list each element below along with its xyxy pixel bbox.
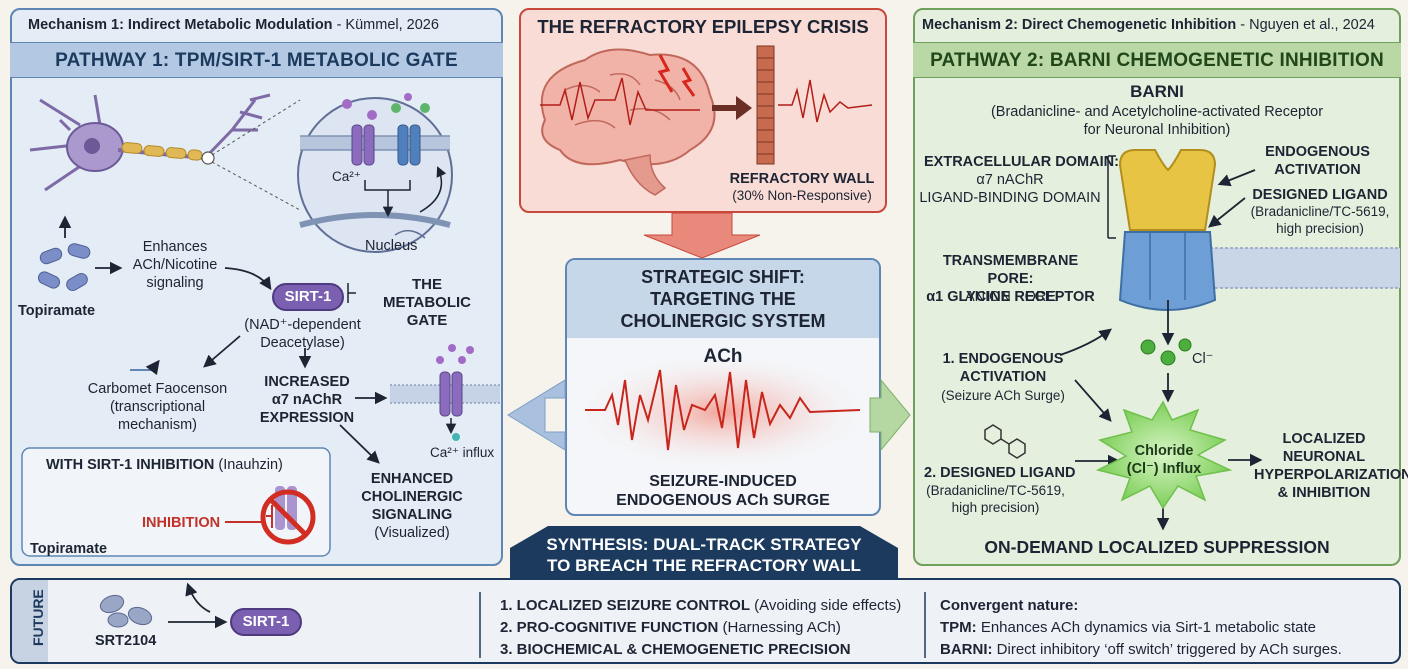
ca-influx-label: Ca²⁺ influx	[430, 445, 495, 460]
ligand-molecule-icon	[984, 424, 1026, 459]
inhibition-box-title: WITH SIRT-1 INHIBITION (Inauhzin)	[46, 457, 283, 473]
refractory-wall-icon	[756, 45, 775, 165]
enhances-text: Enhances ACh/Nicotine signaling	[132, 239, 218, 291]
designed-ligand-sub: (Bradanicline/TC-5619, high precision)	[1250, 204, 1390, 236]
benefit-item: 2. PRO-COGNITIVE FUNCTION (Harnessing AC…	[500, 619, 841, 636]
future-side-tab	[12, 580, 48, 662]
srt2104-label: SRT2104	[95, 633, 157, 649]
neuron-illustration	[29, 93, 301, 211]
barni-membrane	[1200, 247, 1400, 289]
synapse-zoom-circle	[297, 93, 453, 253]
metabolic-gate-title: THE METABOLIC GATE	[382, 276, 472, 329]
benefit-item: 3. BIOCHEMICAL & CHEMOGENETIC PRECISION	[500, 641, 851, 658]
topiramate-label: Topiramate	[18, 303, 96, 319]
brain-illustration	[540, 48, 716, 196]
refractory-wall-label: REFRACTORY WALL	[729, 171, 875, 187]
synthesis-banner	[510, 526, 898, 578]
sirt1-pill-future: SIRT-1	[230, 608, 302, 636]
inhibition-box	[21, 447, 331, 557]
benefit-item: 1. LOCALIZED SEIZURE CONTROL (Avoiding s…	[500, 597, 902, 614]
step2-sub: (Bradanicline/TC-5619, high precision)	[926, 483, 1065, 515]
pathway1-title: PATHWAY 1: TPM/SIRT-1 METABOLIC GATE	[55, 50, 458, 71]
barni-full-name: (Bradanicline- and Acetylcholine-activat…	[990, 104, 1324, 138]
surge-label: SEIZURE-INDUCED ENDOGENOUS ACh SURGE	[616, 473, 830, 509]
pathway2-title: PATHWAY 2: BARNI CHEMOGENETIC INHIBITION	[930, 50, 1384, 71]
crisis-title: THE REFRACTORY EPILEPSY CRISIS	[537, 16, 869, 37]
designed-ligand-label: DESIGNED LIGAND	[1252, 187, 1388, 203]
increased-expression: INCREASED α7 nAChR EXPRESSION	[259, 374, 355, 426]
barni-line: BARNI: Direct inhibitory ‘off switch’ tr…	[940, 641, 1342, 658]
synthesis-title: SYNTHESIS: DUAL-TRACK STRATEGY TO BREACH…	[546, 535, 862, 575]
step1-sub: (Seizure ACh Surge)	[941, 388, 1065, 403]
chloride-influx-label: Chloride (Cl⁻) Influx	[1126, 443, 1202, 477]
barni-title: BARNI	[1130, 82, 1184, 101]
localized-hyperpolarization: LOCALIZED NEURONAL HYPERPOLARIZATION & I…	[1254, 431, 1408, 501]
ach-label: ACh	[703, 346, 743, 367]
future-benefits-list: 1. LOCALIZED SEIZURE CONTROL (Avoiding s…	[500, 595, 901, 661]
ca-label: Ca²⁺	[332, 169, 361, 184]
a7-nachr-channel	[390, 344, 500, 441]
srt2104-pills	[99, 594, 153, 628]
barni-receptor	[1118, 149, 1217, 311]
left-arrow	[507, 379, 566, 451]
topiramate-label-2: Topiramate	[30, 541, 108, 557]
extracellular-body: α7 nAChR LIGAND-BINDING DOMAIN	[919, 172, 1101, 206]
transmembrane-title: TRANSMEMBRANE PORE: α1 GLYCINE RECEPTOR	[926, 253, 1095, 305]
extracellular-title: EXTRACELLULAR DOMAIN:	[924, 154, 1119, 170]
visualized-label: (Visualized)	[374, 525, 450, 541]
pathway1-header-bar	[10, 42, 503, 78]
on-demand-suppression: ON-DEMAND LOCALIZED SUPPRESSION	[984, 537, 1330, 557]
chloride-ions	[1140, 338, 1192, 366]
chloride-ion-label: Cl⁻	[1192, 351, 1214, 367]
blocked-channel-icon	[260, 486, 316, 545]
enhanced-signaling: ENHANCED CHOLINERGIC SIGNALING	[361, 471, 463, 523]
strategic-header	[567, 260, 879, 338]
chloride-influx-burst	[1095, 400, 1233, 510]
inhibition-label: INHIBITION	[142, 515, 221, 531]
right-arrow	[869, 378, 911, 452]
topiramate-pills	[37, 243, 91, 291]
down-arrow	[643, 212, 761, 259]
step1-label: 1. ENDOGENOUS ACTIVATION	[942, 351, 1064, 385]
nucleus-label: Nucleus	[365, 238, 418, 254]
strategic-shift-title: STRATEGIC SHIFT: TARGETING THE CHOLINERG…	[620, 267, 826, 331]
step2-label: 2. DESIGNED LIGAND	[924, 465, 1076, 481]
refractory-wall-sub: (30% Non-Responsive)	[732, 188, 872, 203]
pathway2-header-bar	[913, 42, 1401, 78]
endogenous-activation-label: ENDOGENOUS ACTIVATION	[1265, 144, 1370, 178]
transmembrane-body: ANION PORE	[964, 289, 1057, 305]
ach-surge-waveform	[585, 369, 861, 451]
mechanism1-citation: Mechanism 1: Indirect Metabolic Modulati…	[28, 17, 439, 33]
future-label: FUTURE	[30, 589, 46, 646]
sirt1-description: (NAD⁺-dependent Deacetylase)	[244, 317, 361, 351]
mechanism2-citation: Mechanism 2: Direct Chemogenetic Inhibit…	[922, 17, 1375, 33]
sirt1-pill: SIRT-1	[272, 283, 344, 311]
carbomet-text: Carbomet Faocenson (transcriptional mech…	[87, 381, 228, 433]
convergent-title: Convergent nature:	[940, 597, 1079, 614]
tpm-line: TPM: Enhances ACh dynamics via Sirt-1 me…	[940, 619, 1316, 636]
convergent-nature: Convergent nature: TPM: Enhances ACh dyn…	[940, 595, 1342, 661]
